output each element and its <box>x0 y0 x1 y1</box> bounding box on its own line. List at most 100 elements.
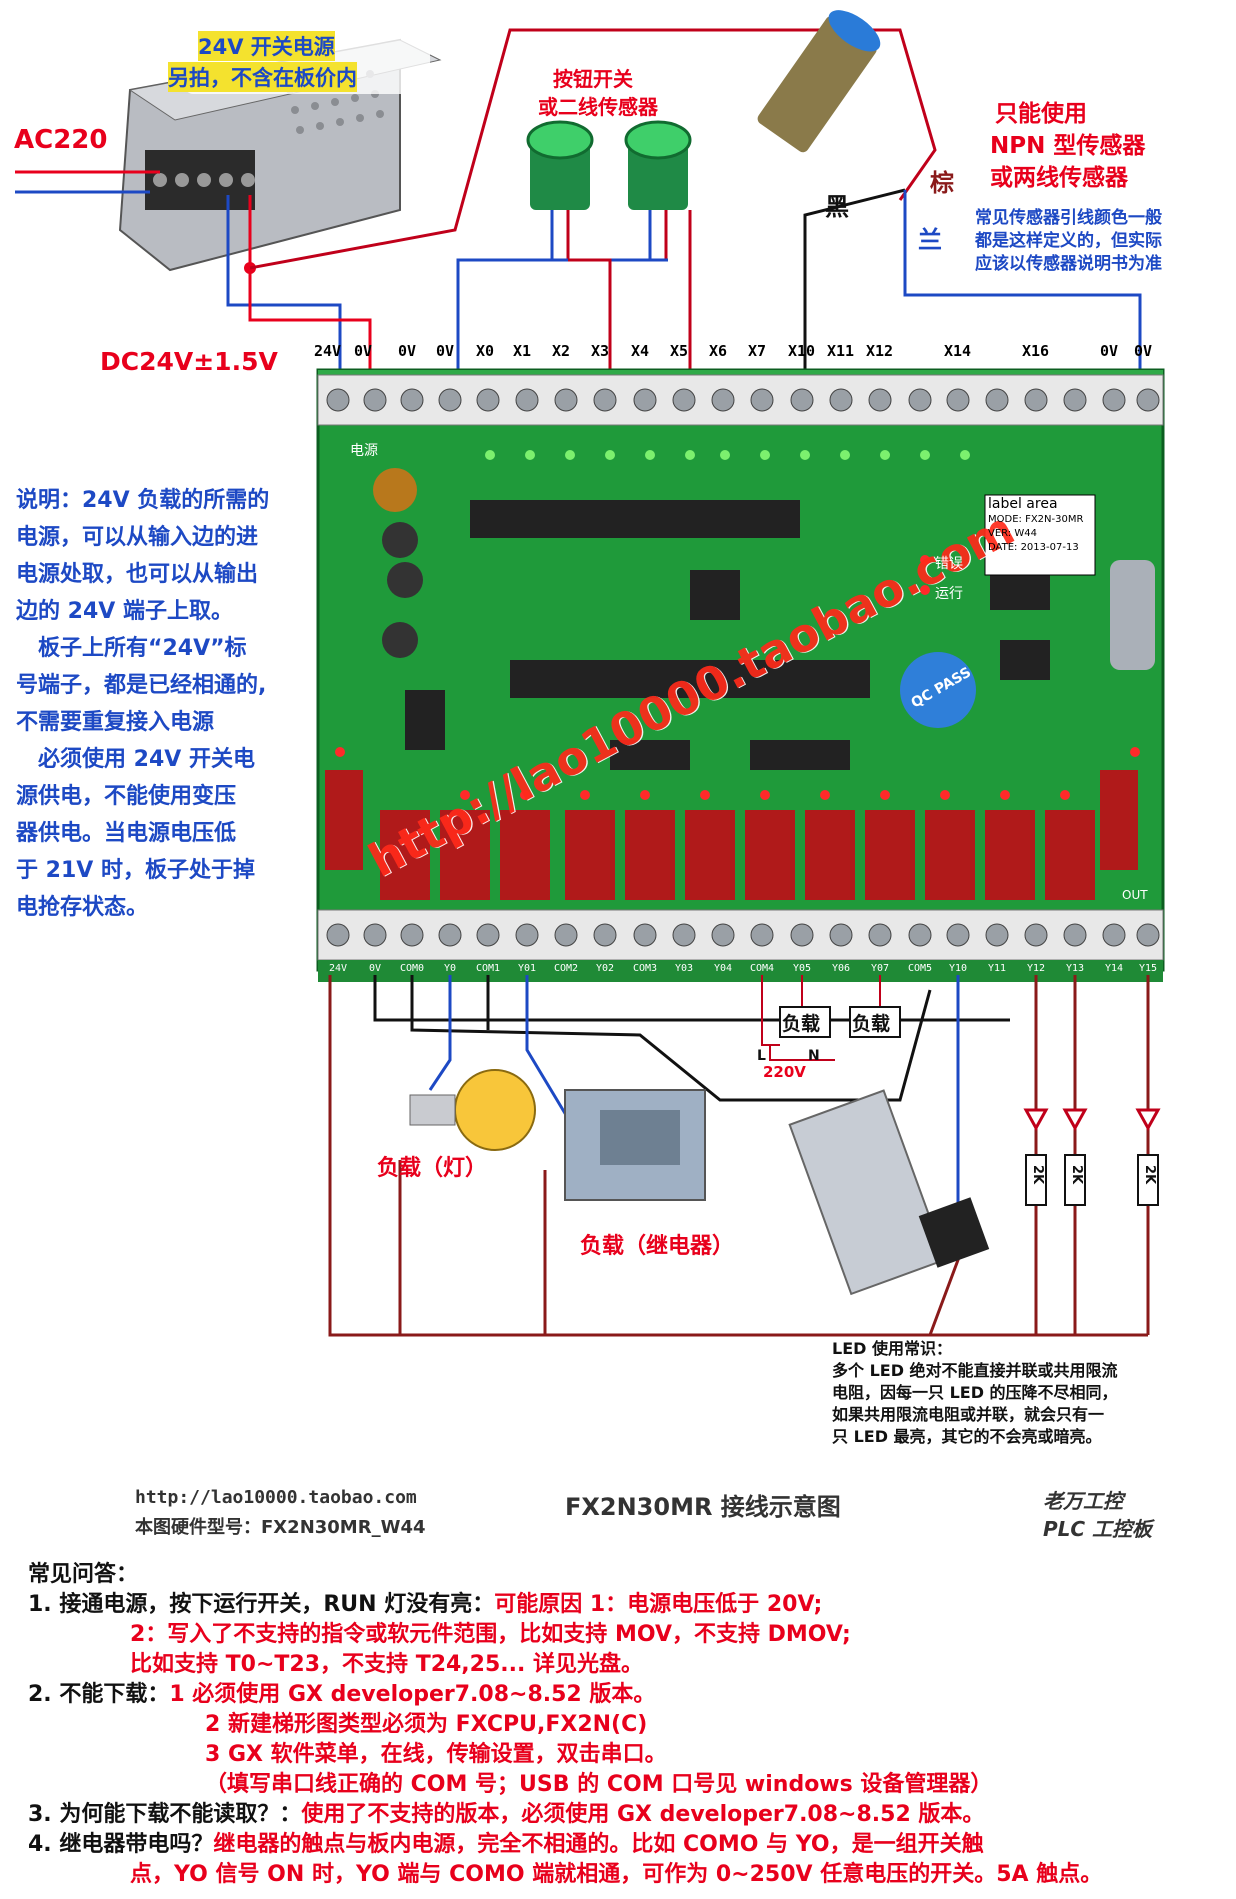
faq-a4-2: 点，YO 信号 ON 时，YO 端与 COMO 端就相通，可作为 0~250V … <box>130 1862 1103 1887</box>
faq-a4-1: 继电器的触点与板内电源，完全不相通的。比如 COMO 与 YO，是一组开关触 <box>213 1832 984 1857</box>
top-terminal-label: X5 <box>670 342 689 360</box>
dc-wire-red <box>248 195 372 380</box>
resistor-label-2: 2K <box>1069 1164 1085 1185</box>
faq-q4-text: 4. 继电器带电吗？ <box>28 1832 214 1857</box>
footer-brand-1: 老万工控 <box>1043 1489 1123 1513</box>
psu-title-line1: 24V 开关电源 <box>198 31 335 61</box>
faq-a2-1: 1 必须使用 GX developer7.08~8.52 版本。 <box>169 1682 656 1707</box>
top-terminal-label: X14 <box>944 342 972 360</box>
bottom-terminal-label: Y15 <box>1138 963 1158 974</box>
faq-a3: 使用了不支持的版本，必须使用 GX developer7.08~8.52 版本。 <box>301 1802 985 1827</box>
faq-a2-3: 3 GX 软件菜单，在线，传输设置，双击串口。 <box>205 1742 667 1767</box>
wire-black-label: 黑 <box>825 193 849 221</box>
sensor-note-line2: 都是这样定义的，但实际 <box>975 231 1162 251</box>
bottom-terminal-label: COM0 <box>399 963 425 974</box>
bottom-terminal-label: Y04 <box>713 963 733 974</box>
l-label: L <box>757 1048 766 1064</box>
top-terminal-label: 0V <box>354 342 373 360</box>
power-silk: 电源 <box>350 443 378 459</box>
qc-pass-sticker <box>900 652 976 728</box>
bottom-terminal-label: COM2 <box>553 963 579 974</box>
top-terminal-label: 0V <box>436 342 455 360</box>
top-terminal-label: X2 <box>552 342 571 360</box>
bottom-terminal-label: Y07 <box>870 963 890 974</box>
footer-model: 本图硬件型号：FX2N30MR_W44 <box>135 1517 426 1538</box>
resistor-label-1: 2K <box>1030 1164 1046 1185</box>
top-terminal-label: X4 <box>631 342 650 360</box>
lamp-load <box>409 1069 536 1151</box>
sensor-title-3: 或两线传感器 <box>990 165 1128 191</box>
faq-a2-4: （填写串口线正确的 COM 号；USB 的 COM 口号见 windows 设备… <box>205 1772 993 1797</box>
left-note-line: 电源，可以从输入边的进 <box>16 525 259 550</box>
board-ver: VER: W44 <box>988 528 1037 539</box>
left-note-line: 说明：24V 负载的所需的 <box>16 488 270 513</box>
bottom-terminal-label: Y10 <box>948 963 968 974</box>
footer-brand-2: PLC 工控板 <box>1043 1517 1153 1541</box>
faq-q3-text: 3. 为何能下载不能读取？： <box>28 1802 302 1827</box>
n-label: N <box>808 1048 820 1064</box>
bottom-terminal-label: 0V <box>368 963 382 974</box>
faq-a1-3: 比如支持 T0~T23，不支持 T24,25... 详见光盘。 <box>130 1652 644 1677</box>
resistor-label-3: 2K <box>1142 1164 1158 1185</box>
x3-wire <box>568 258 612 380</box>
faq-q1-text: 1. 接通电源，按下运行开关，RUN 灯没有亮： <box>28 1592 495 1617</box>
board-model: MODE: FX2N-30MR <box>988 514 1084 525</box>
bottom-terminal-label: Y06 <box>831 963 851 974</box>
top-terminal-label: 0V <box>1134 342 1153 360</box>
bottom-terminal-label: Y12 <box>1026 963 1046 974</box>
bottom-terminal-label: Y14 <box>1104 963 1124 974</box>
bottom-terminal-label: Y11 <box>987 963 1007 974</box>
top-terminal-label: X16 <box>1022 342 1050 360</box>
bottom-terminal-label: COM3 <box>632 963 658 974</box>
top-terminal-label: X10 <box>788 342 816 360</box>
wire-blue-label: 兰 <box>918 226 942 254</box>
top-terminal-label: 0V <box>398 342 417 360</box>
faq-q1: 1. 接通电源，按下运行开关，RUN 灯没有亮：可能原因 1：电源电压低于 20… <box>28 1590 822 1619</box>
faq-q2: 2. 不能下载：1 必须使用 GX developer7.08~8.52 版本。 <box>28 1680 655 1709</box>
led-note-line: 如果共用限流电阻或并联，就会只有一 <box>832 1405 1105 1424</box>
footer-url: http://lao10000.taobao.com <box>135 1487 417 1508</box>
bottom-terminal-label: Y03 <box>674 963 694 974</box>
sensor-title-1: 只能使用 <box>995 101 1087 127</box>
left-note-line: 必须使用 24V 开关电 <box>16 747 255 772</box>
push-button-1 <box>526 120 594 260</box>
load-box-1-label: 负载 <box>782 1013 821 1035</box>
bottom-terminal-label: Y02 <box>595 963 615 974</box>
ac220-label: AC220 <box>14 125 108 155</box>
bottom-terminal-label: Y01 <box>517 963 537 974</box>
load-box-2-label: 负载 <box>852 1013 891 1035</box>
bottom-terminal-label: COM1 <box>475 963 501 974</box>
led-chain-2 <box>1062 1108 1088 1206</box>
bottom-terminal-label: COM4 <box>749 963 775 974</box>
left-note-line: 板子上所有“24V”标 <box>16 636 247 661</box>
bottom-terminal-label: 24V <box>328 963 348 974</box>
top-terminal-label: X0 <box>476 342 495 360</box>
sensor-title-2: NPN 型传感器 <box>990 133 1146 159</box>
led-note-line: LED 使用常识： <box>832 1339 952 1358</box>
top-terminal-label: X12 <box>866 342 894 360</box>
error-silk: 错误 <box>935 556 963 572</box>
load-box-1 <box>779 1006 831 1038</box>
proximity-sensor <box>757 10 881 153</box>
wiring-diagram <box>15 10 1165 1337</box>
led-chain-3 <box>1135 1108 1161 1206</box>
bottom-terminal-label: Y13 <box>1065 963 1085 974</box>
top-terminal-label: X1 <box>513 342 532 360</box>
relay-load <box>564 1089 706 1201</box>
left-note-line: 源供电，不能使用变压 <box>16 784 237 809</box>
top-terminal-label: X6 <box>709 342 728 360</box>
ac-220-label: 220V <box>763 1063 806 1081</box>
pcb-board <box>316 368 1165 982</box>
load-box-2 <box>849 1006 901 1038</box>
out-silk: OUT <box>1122 888 1148 902</box>
sensor-note-line3: 应该以传感器说明书为准 <box>975 254 1162 274</box>
dc-wire-blue <box>226 195 342 380</box>
common-wire-loop <box>249 28 937 270</box>
left-note: 说明：24V 负载的所需的 电源，可以从输入边的进 电源处取，也可以从输出 边的… <box>16 482 316 926</box>
left-note-line: 不需要重复接入电源 <box>16 710 215 735</box>
bottom-terminal-label: Y0 <box>443 963 457 974</box>
top-terminal-label: X11 <box>827 342 855 360</box>
faq-a1-1: 可能原因 1：电源电压低于 20V; <box>494 1592 823 1617</box>
faq-q2-text: 2. 不能下载： <box>28 1682 170 1707</box>
led-note: LED 使用常识： 多个 LED 绝对不能直接并联或共用限流 电阻，因每一只 L… <box>832 1338 1118 1448</box>
